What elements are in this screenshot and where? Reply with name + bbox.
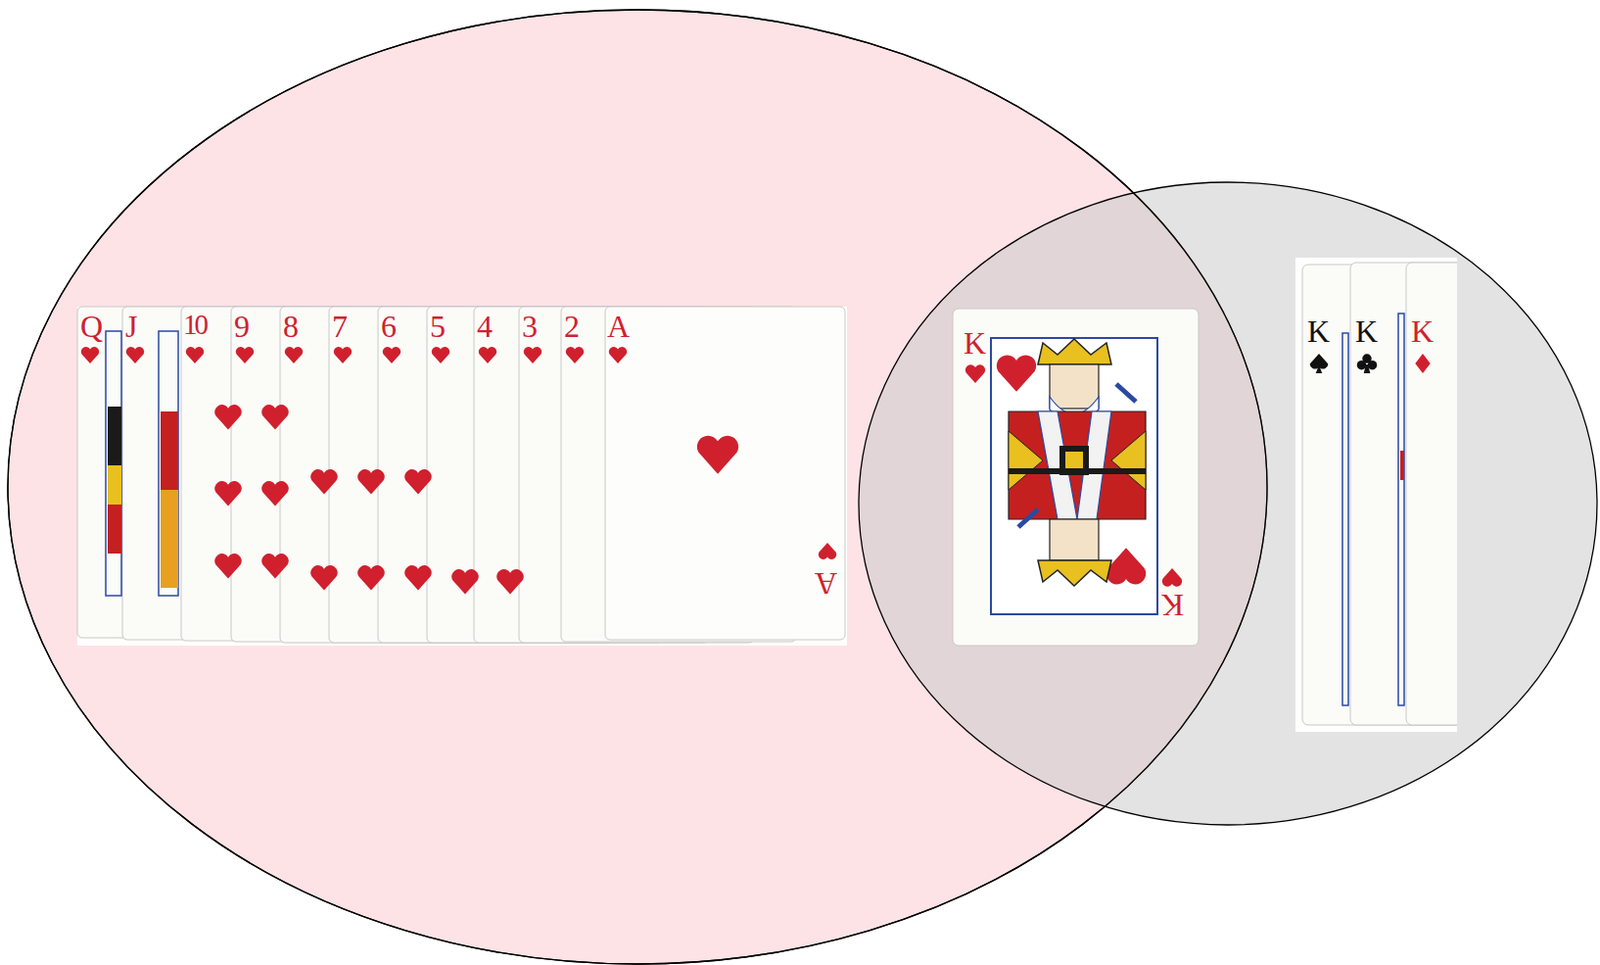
card-index: 6 [380, 310, 397, 342]
card-index: 9 [234, 310, 250, 342]
face-hints [105, 330, 179, 596]
hearts-set [7, 9, 1268, 964]
card-index: 10 [183, 310, 206, 339]
card-index: K [1161, 589, 1184, 621]
card-index: 3 [521, 310, 538, 342]
other-kings-cards [1295, 257, 1458, 732]
hearts-outline [7, 9, 1268, 964]
king-of-hearts-card [952, 308, 1199, 646]
card-backing [77, 306, 848, 646]
card-index: 4 [476, 310, 493, 342]
card-index: A [607, 310, 630, 342]
card-index: K [1307, 315, 1330, 347]
card-index: A [814, 567, 838, 600]
card-index: Q [80, 310, 103, 342]
heart-cards [77, 306, 846, 643]
card-index: K [963, 327, 987, 359]
card-index: K [1411, 315, 1434, 347]
card-index: 7 [331, 310, 348, 342]
kings-set [858, 182, 1598, 825]
card-index: J [125, 310, 138, 342]
card-index: 8 [282, 310, 299, 342]
card-index: 5 [429, 310, 446, 342]
heart-pips [81, 346, 837, 594]
card-index: 2 [564, 310, 580, 342]
card-index: K [1355, 315, 1378, 347]
